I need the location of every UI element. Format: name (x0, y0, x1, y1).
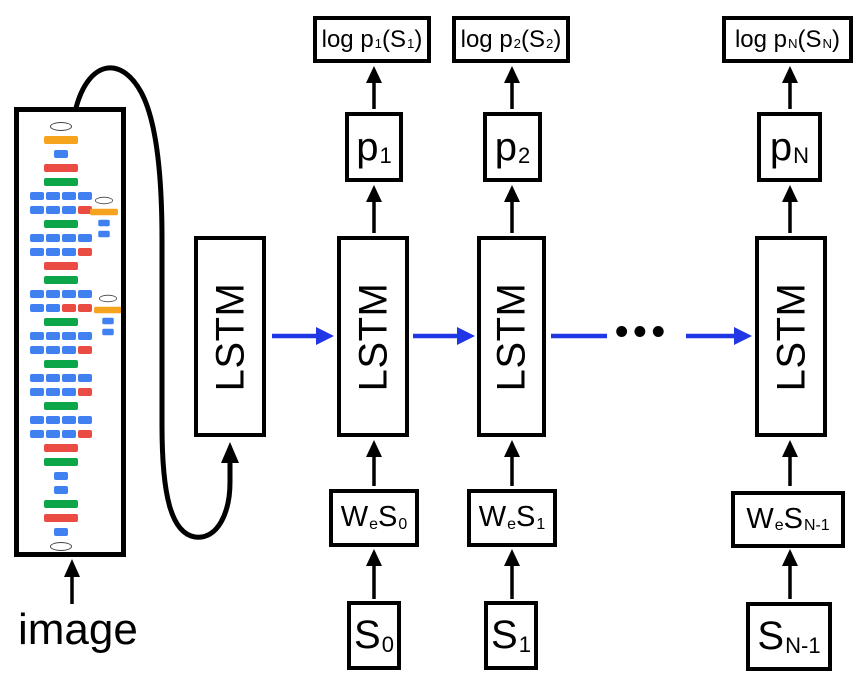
p-label-2: p2 (494, 124, 531, 169)
lstm-label: LSTM (208, 282, 252, 391)
sn1-to-we-arrow (782, 549, 798, 599)
word-embedding-box-1: WeS0 (329, 489, 419, 547)
we-to-lstmn-arrow (782, 440, 798, 486)
log-prob-box-1: log p1(S1) (313, 16, 431, 63)
p2-to-log-arrow (504, 66, 520, 109)
ellipsis-to-lstmn-arrow (686, 327, 752, 345)
word-embedding-label-n: WeSN-1 (746, 502, 830, 535)
lstm-label: LSTM (489, 282, 534, 391)
lstm-box-n: LSTM (755, 236, 827, 437)
p-label-n: pN (769, 124, 810, 169)
lstm-box-3: LSTM (477, 236, 546, 437)
p-box-n: pN (757, 112, 822, 182)
lstm2-to-lstm3-arrow (413, 327, 475, 345)
log-prob-box-n: log pN(SN) (722, 16, 853, 63)
log-prob-label-n: log pN(SN) (734, 25, 841, 53)
word-label-sn1: SN-1 (757, 614, 821, 659)
cnn-main-column (21, 116, 101, 552)
lstm-box-2: LSTM (337, 236, 409, 437)
s1-to-we-arrow (504, 549, 520, 599)
cnn-aux-classifier-1 (90, 196, 118, 238)
image-to-cnn-arrow (64, 559, 80, 604)
word-box-sn1: SN-1 (746, 602, 832, 671)
word-box-s0: S0 (347, 601, 401, 670)
we-to-lstm2-arrow (366, 440, 382, 486)
lstm3-to-p2-arrow (504, 185, 520, 233)
word-label-s1: S1 (491, 613, 531, 658)
s0-to-we-arrow (366, 549, 382, 599)
word-embedding-label-2: WeS1 (478, 501, 546, 534)
p-label-1: p1 (356, 124, 392, 169)
log-prob-label-1: log p1(S1) (321, 25, 423, 53)
word-embedding-box-n: WeSN-1 (731, 491, 845, 548)
lstm-label: LSTM (769, 282, 813, 391)
word-box-s1: S1 (484, 601, 538, 670)
log-prob-box-2: log p2(S2) (452, 16, 570, 63)
cnn-aux-classifier-2 (94, 294, 121, 336)
lstmn-to-pn-arrow (782, 185, 798, 233)
pn-to-log-arrow (782, 66, 798, 109)
lstm2-to-p1-arrow (366, 185, 382, 233)
lstm1-to-lstm2-arrow (272, 327, 334, 345)
lstm-label: LSTM (351, 282, 395, 391)
word-embedding-box-2: WeS1 (467, 489, 557, 547)
p-box-2: p2 (483, 112, 542, 182)
p-box-1: p1 (345, 112, 403, 182)
word-label-s0: S0 (354, 613, 394, 658)
cnn-diagram (19, 112, 121, 552)
ellipsis-dots: ••• (615, 311, 670, 353)
cnn-to-lstm-loop-arrow (73, 65, 239, 540)
p1-to-log-arrow (366, 66, 382, 109)
lstm-box-1: LSTM (194, 236, 266, 437)
image-label: image (18, 605, 138, 654)
we-to-lstm3-arrow (504, 440, 520, 486)
log-prob-label-2: log p2(S2) (460, 25, 562, 53)
cnn-box (14, 107, 126, 557)
word-embedding-label-1: WeS0 (340, 501, 408, 534)
